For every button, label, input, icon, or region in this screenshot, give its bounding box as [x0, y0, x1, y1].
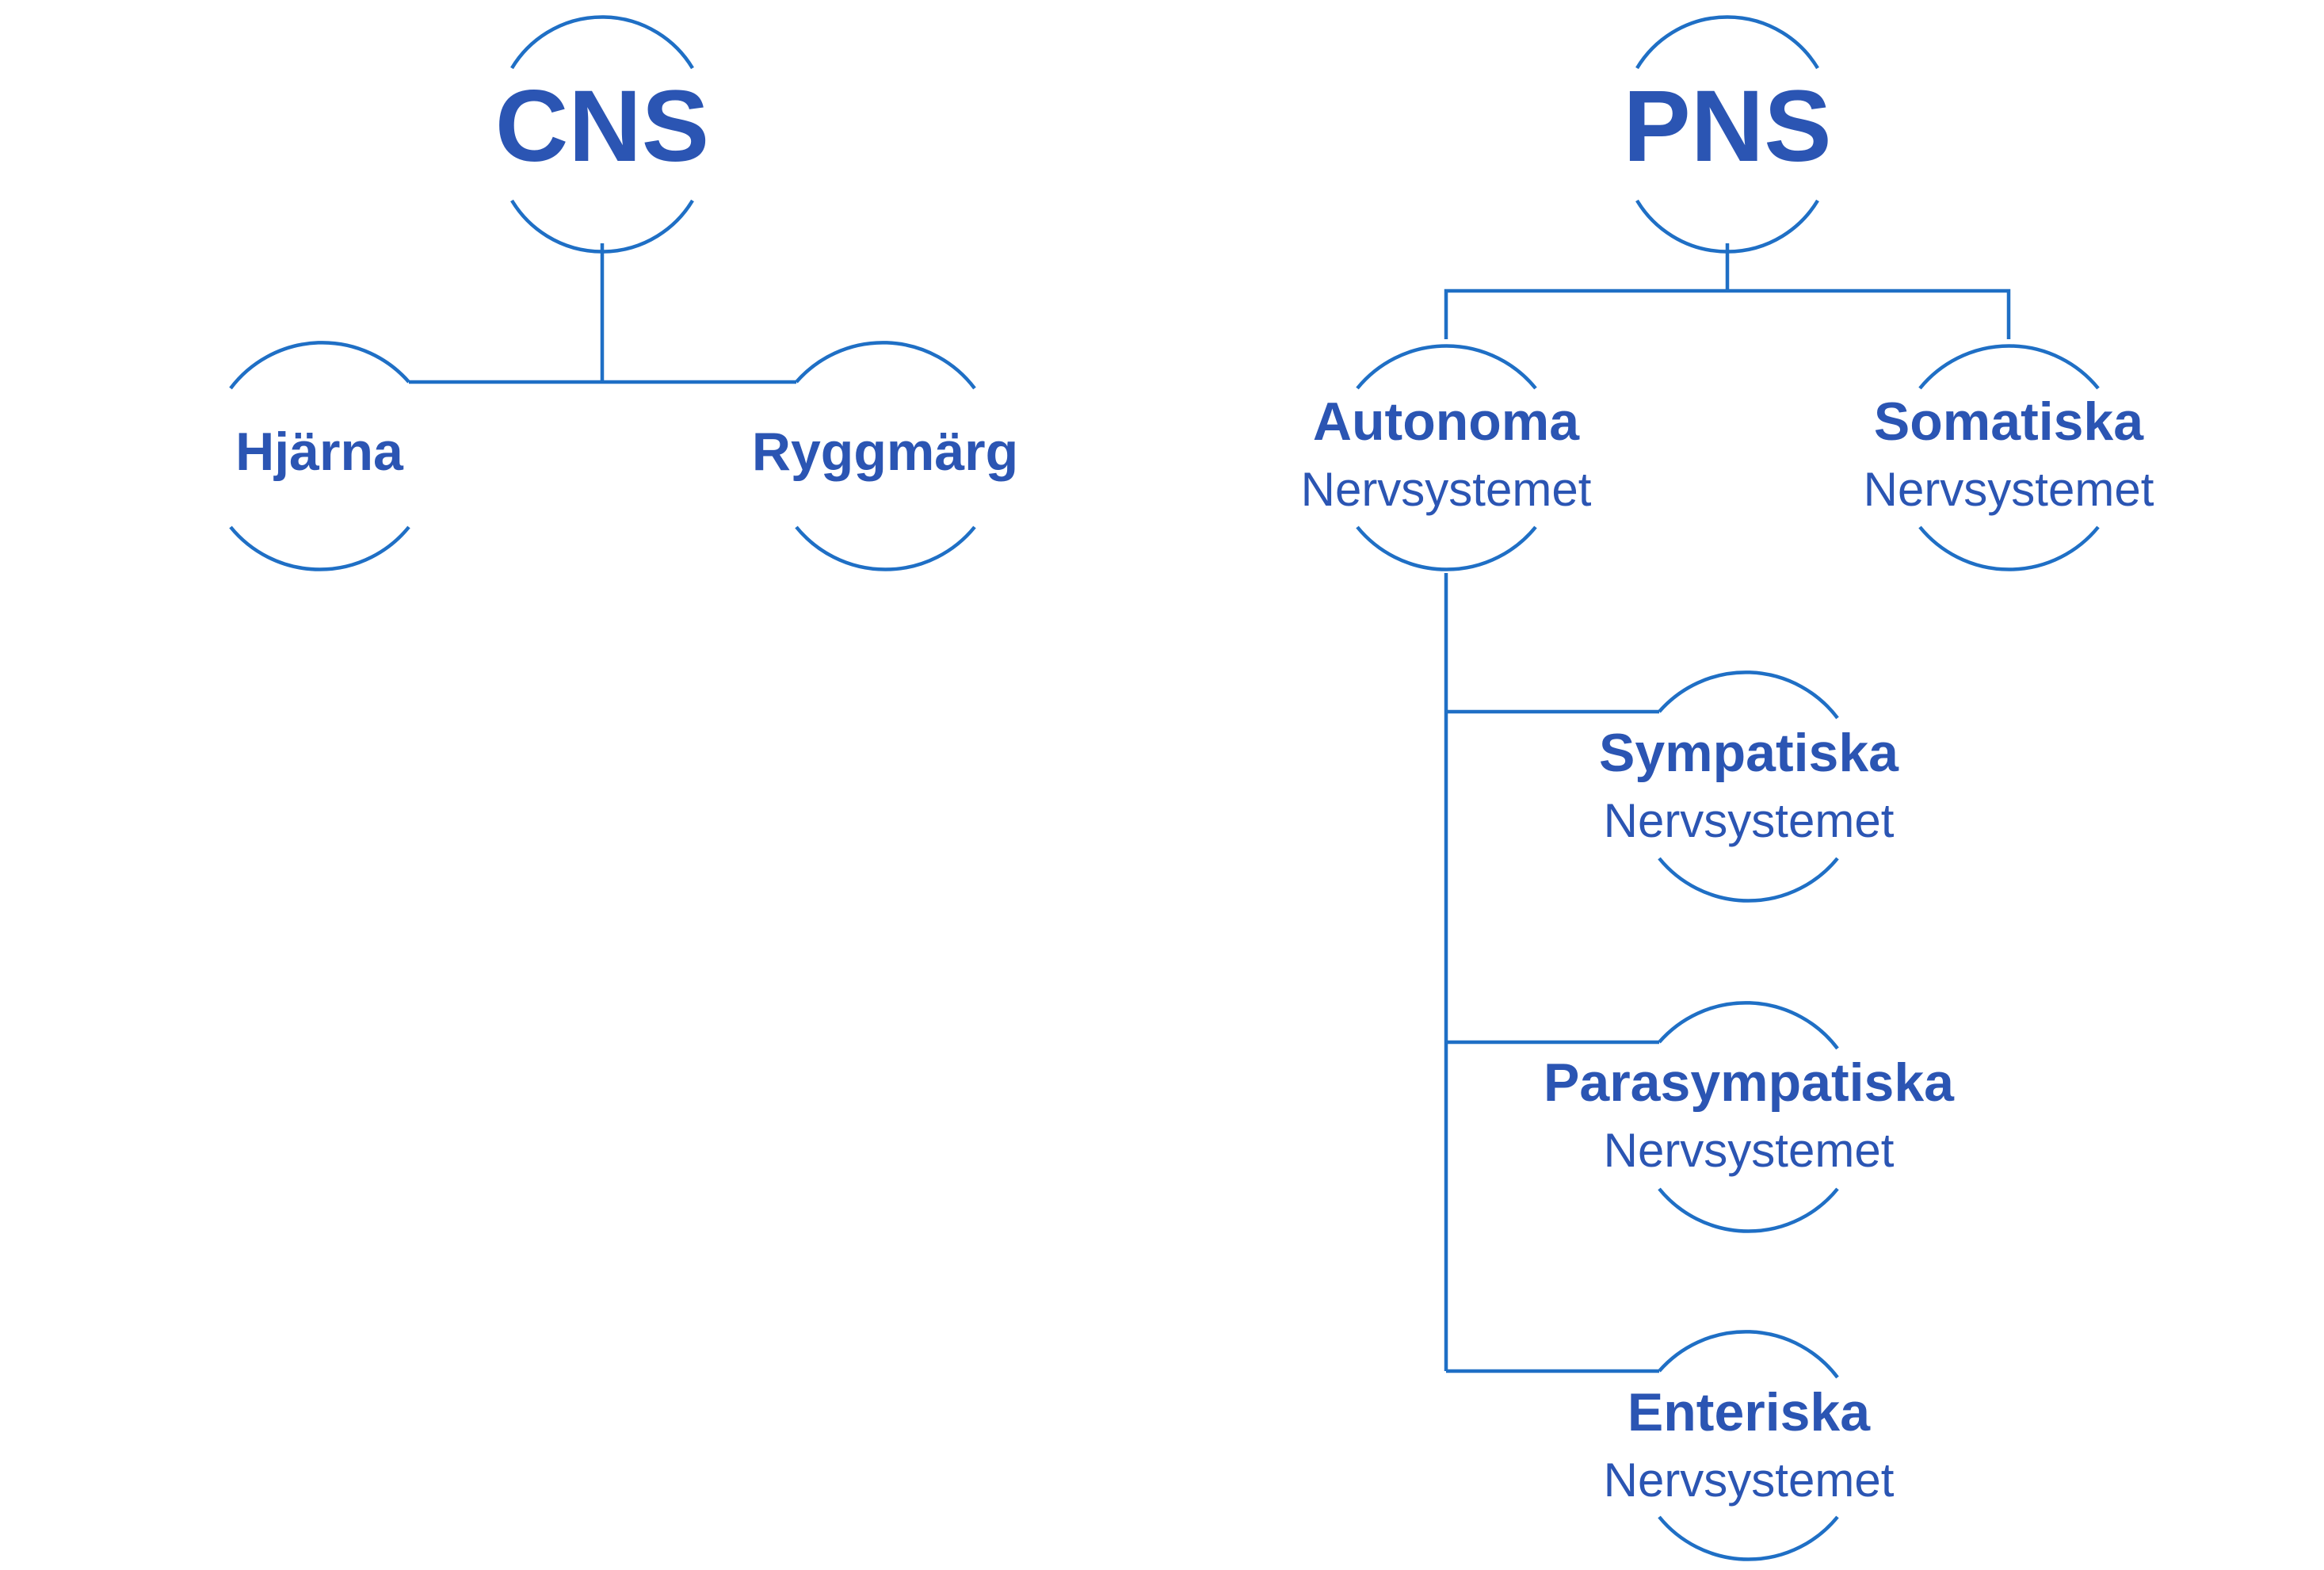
ryggmarg-top-arc [795, 341, 976, 390]
parasympatiska-bottom-arc [1658, 1187, 1839, 1233]
cns-title: CNS [495, 70, 709, 183]
cns-top-arc [510, 15, 694, 70]
autonoma-subtitle: Nervsystemet [1301, 463, 1592, 516]
pns-top-arc [1635, 15, 1819, 70]
cns-bottom-arc [510, 199, 694, 254]
somatiska-subtitle: Nervsystemet [1864, 463, 2154, 516]
node-arcs [229, 15, 2100, 1561]
parasympatiska-subtitle: Nervsystemet [1604, 1124, 1895, 1177]
pns-title: PNS [1623, 70, 1831, 183]
somatiska-title: Somatiska [1874, 392, 2144, 452]
autonoma-top-arc [1356, 344, 1537, 390]
hjarna-top-arc [229, 341, 410, 390]
connectors [409, 243, 2011, 1373]
enteriska-subtitle: Nervsystemet [1604, 1453, 1895, 1507]
autonoma-bottom-arc [1356, 525, 1537, 571]
pns-bottom-arc [1635, 199, 1819, 254]
sympatiska-subtitle: Nervsystemet [1604, 794, 1895, 847]
parasympatiska-top-arc [1658, 1001, 1839, 1050]
enteriska-top-arc [1658, 1330, 1839, 1379]
hjarna-bottom-arc [229, 525, 410, 571]
somatiska-bottom-arc [1918, 525, 2100, 571]
parasympatiska-title: Parasympatiska [1544, 1052, 1955, 1113]
hjarna-title: Hjärna [235, 422, 404, 482]
ryggmarg-title: Ryggmärg [752, 422, 1018, 482]
enteriska-bottom-arc [1658, 1515, 1839, 1561]
sympatiska-title: Sympatiska [1599, 723, 1899, 783]
pns-branch-line [1444, 288, 2011, 339]
ryggmarg-bottom-arc [795, 525, 976, 571]
sympatiska-bottom-arc [1658, 857, 1839, 903]
autonoma-title: Autonoma [1313, 392, 1580, 452]
somatiska-top-arc [1918, 344, 2100, 390]
node-labels: CNS PNS Hjärna Ryggmärg Autonoma Nervsys… [235, 70, 2154, 1507]
enteriska-title: Enteriska [1628, 1382, 1871, 1442]
sympatiska-top-arc [1658, 670, 1839, 720]
